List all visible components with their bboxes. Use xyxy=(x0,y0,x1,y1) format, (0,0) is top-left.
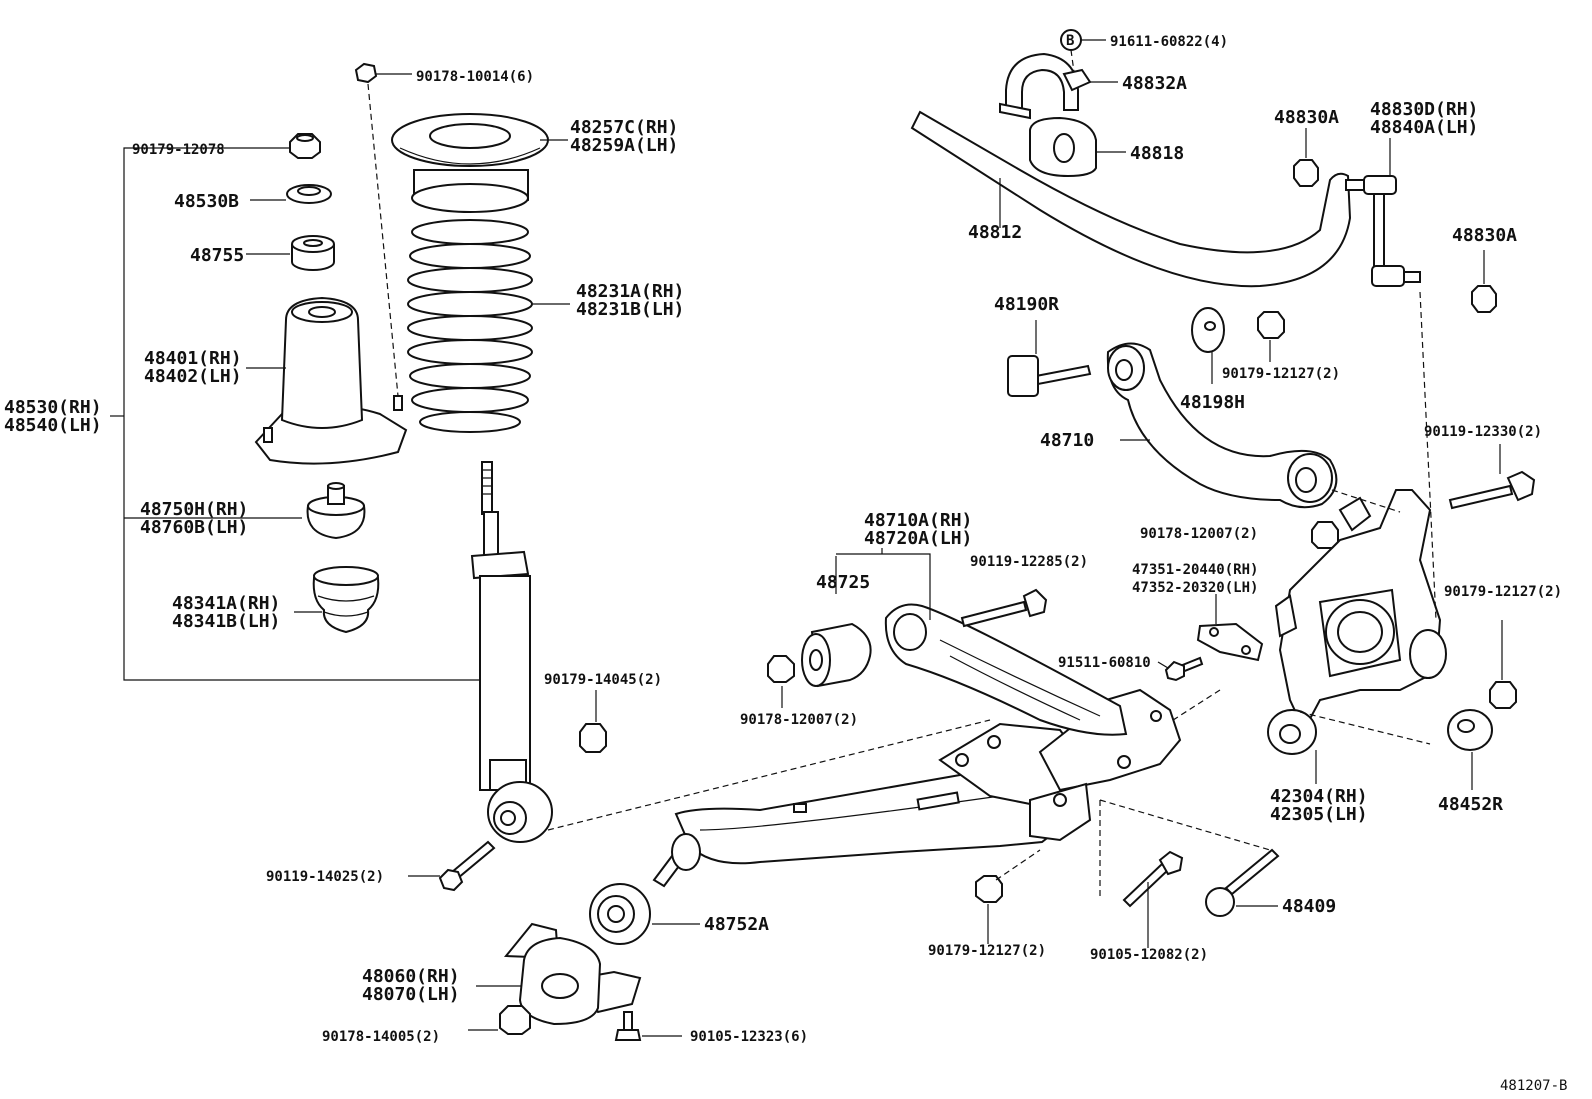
lower-arm-48710A xyxy=(836,548,1128,736)
label-90179-12127-right: 90179-12127(2) xyxy=(1444,584,1562,600)
bushing-48752A xyxy=(589,883,700,945)
part-labels: 90178-10014(6) 90179-12078 48530B 48755 … xyxy=(4,34,1567,1094)
label-42304: 42304(RH) xyxy=(1270,786,1368,807)
label-48760B: 48760B(LH) xyxy=(140,517,248,538)
label-48832A: 48832A xyxy=(1122,73,1187,94)
label-48830D: 48830D(RH) xyxy=(1370,99,1478,120)
label-48198H: 48198H xyxy=(1180,392,1245,413)
label-48401: 48401(RH) xyxy=(144,348,242,369)
bolt-90105-12082 xyxy=(1099,800,1184,948)
nut-48830A-right xyxy=(1471,250,1497,313)
nut-90179-14045 xyxy=(579,690,607,753)
washer-48530B xyxy=(250,184,332,204)
nut-90179-12127-upper xyxy=(1257,311,1285,362)
label-47352: 47352-20320(LH) xyxy=(1132,580,1258,596)
stabilizer-link-48830D xyxy=(1345,138,1437,621)
label-48830A-top: 48830A xyxy=(1274,107,1339,128)
label-91511-60810: 91511-60810 xyxy=(1058,655,1151,671)
label-48812: 48812 xyxy=(968,222,1022,243)
label-48341A: 48341A(RH) xyxy=(172,593,280,614)
label-48830A-right: 48830A xyxy=(1452,225,1517,246)
upper-arm-48710 xyxy=(1106,342,1401,513)
coil-spring-48231A xyxy=(407,219,570,433)
spring-seat-48257C xyxy=(391,113,568,213)
shock-absorber xyxy=(470,461,553,843)
stabilizer-bar-48812 xyxy=(910,110,1352,288)
label-48402: 48402(LH) xyxy=(144,366,242,387)
bushing-48755 xyxy=(246,235,335,271)
label-48818: 48818 xyxy=(1130,143,1184,164)
bushing-48725 xyxy=(801,556,872,688)
nut-90178-14005 xyxy=(468,1005,531,1035)
label-90178-12007-right: 90178-12007(2) xyxy=(1140,526,1258,542)
label-48752A: 48752A xyxy=(704,914,769,935)
label-48530B: 48530B xyxy=(174,191,239,212)
nut-90179-12127-right xyxy=(1489,620,1517,709)
bolt-91511-60810 xyxy=(1157,656,1204,682)
label-48070: 48070(LH) xyxy=(362,984,460,1005)
bolt-90119-12330 xyxy=(1448,444,1536,510)
label-90179-14045: 90179-14045(2) xyxy=(544,672,662,688)
label-90119-12330: 90119-12330(2) xyxy=(1424,424,1542,440)
nut-90178-12007-left xyxy=(767,655,795,708)
bolt-48190R xyxy=(1007,320,1092,397)
label-90105-12082: 90105-12082(2) xyxy=(1090,947,1208,963)
label-48710: 48710 xyxy=(1040,430,1094,451)
label-90179-12078: 90179-12078 xyxy=(132,142,225,158)
label-48840A: 48840A(LH) xyxy=(1370,117,1478,138)
strut-assembly-bracket xyxy=(110,147,484,681)
label-90179-12127-upper: 90179-12127(2) xyxy=(1222,366,1340,382)
nut-90179-12078 xyxy=(289,133,321,159)
bump-stopper-48750H xyxy=(306,482,366,540)
label-48231A: 48231A(RH) xyxy=(576,281,684,302)
label-48259A: 48259A(LH) xyxy=(570,135,678,156)
label-48750H: 48750H(RH) xyxy=(140,499,248,520)
label-48755: 48755 xyxy=(190,245,244,266)
bushing-48198H xyxy=(1191,307,1225,384)
label-90105-12323: 90105-12323(6) xyxy=(690,1029,808,1045)
label-47351: 47351-20440(RH) xyxy=(1132,562,1258,578)
label-48710A: 48710A(RH) xyxy=(864,510,972,531)
diagram-reference-code: 481207-B xyxy=(1500,1078,1567,1094)
bracket-47351 xyxy=(1196,594,1264,662)
bolt-48409 xyxy=(1099,799,1280,917)
label-48720A: 48720A(LH) xyxy=(864,528,972,549)
label-48341B: 48341B(LH) xyxy=(172,611,280,632)
nut-90178-12007-right xyxy=(1311,521,1339,549)
label-48452R: 48452R xyxy=(1438,794,1503,815)
label-48257C: 48257C(RH) xyxy=(570,117,678,138)
stabilizer-bracket-48832A xyxy=(999,52,1118,120)
bracket-48060 xyxy=(476,922,642,1026)
nut-90179-12127-bottom xyxy=(975,849,1041,944)
label-48190R: 48190R xyxy=(994,294,1059,315)
label-48231B: 48231B(LH) xyxy=(576,299,684,320)
label-48540: 48540(LH) xyxy=(4,415,102,436)
bolt-90119-12285 xyxy=(960,588,1048,628)
bolt-90105-12323 xyxy=(614,1011,682,1041)
label-48725: 48725 xyxy=(816,572,870,593)
bolt-90119-14025 xyxy=(408,719,991,892)
stabilizer-bushing-48818 xyxy=(1029,116,1126,178)
nut-48830A-top xyxy=(1293,128,1319,187)
steering-knuckle-42304 xyxy=(1169,489,1447,784)
reference-b-label: B xyxy=(1066,33,1074,49)
bump-stopper-48341A xyxy=(294,566,380,634)
label-48060: 48060(RH) xyxy=(362,966,460,987)
label-90178-12007-left: 90178-12007(2) xyxy=(740,712,858,728)
nut-90178-10014 xyxy=(354,62,412,397)
label-42305: 42305(LH) xyxy=(1270,804,1368,825)
strut-upper-support-48401 xyxy=(246,296,408,465)
label-90178-10014: 90178-10014(6) xyxy=(416,69,534,85)
bushing-48452R xyxy=(1447,709,1493,790)
label-90119-12285: 90119-12285(2) xyxy=(970,554,1088,570)
label-48409: 48409 xyxy=(1282,896,1336,917)
label-48530: 48530(RH) xyxy=(4,397,102,418)
label-90119-14025: 90119-14025(2) xyxy=(266,869,384,885)
label-90178-14005: 90178-14005(2) xyxy=(322,1029,440,1045)
bolt-91611-60822: B xyxy=(1060,29,1106,73)
label-90179-12127-bottom: 90179-12127(2) xyxy=(928,943,1046,959)
label-91611-60822: 91611-60822(4) xyxy=(1110,34,1228,50)
suspension-member-frame xyxy=(652,688,1182,888)
